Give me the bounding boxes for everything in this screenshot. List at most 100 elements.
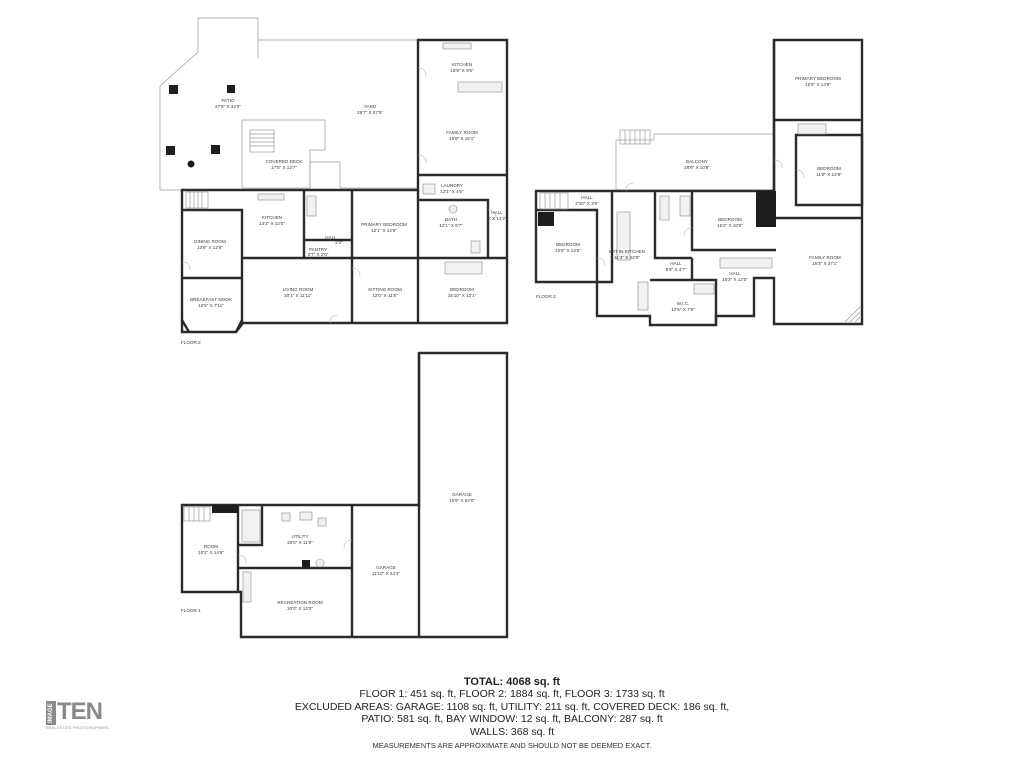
svg-text:12'1" X 4'6": 12'1" X 4'6" (440, 189, 464, 194)
svg-text:10'2" X 14'6": 10'2" X 14'6" (198, 550, 224, 555)
svg-text:11'4" X 22'9": 11'4" X 22'9" (614, 255, 640, 260)
logo-image-text: IMAGE (46, 701, 56, 725)
svg-text:15'9" X 15'1": 15'9" X 15'1" (449, 136, 475, 141)
covered-deck-outline (241, 119, 326, 189)
svg-text:12'1" X 6'7": 12'1" X 6'7" (439, 223, 463, 228)
svg-text:FAMILY ROOM: FAMILY ROOM (446, 130, 478, 135)
svg-text:2'10" X 3'9": 2'10" X 3'9" (575, 201, 599, 206)
svg-text:10'8" X 12'5": 10'8" X 12'5" (555, 248, 581, 253)
svg-text:28'9" X 10'9": 28'9" X 10'9" (684, 165, 710, 170)
excluded-areas-cont: PATIO: 581 sq. ft, BAY WINDOW: 12 sq. ft… (361, 713, 663, 726)
svg-text:20'1" X 11'11": 20'1" X 11'11" (284, 293, 312, 298)
svg-text:BEDROOM: BEDROOM (556, 242, 580, 247)
svg-text:HALL: HALL (325, 235, 337, 240)
svg-text:GARAGE: GARAGE (376, 565, 396, 570)
svg-text:15'3" X 12'0": 15'3" X 12'0" (722, 277, 748, 282)
svg-text:KITCHEN: KITCHEN (452, 62, 472, 67)
svg-text:PATIO: PATIO (221, 98, 235, 103)
svg-text:YARD: YARD (364, 104, 377, 109)
logo-subtitle: REAL ESTATE PHOTOGRAPHERS (46, 726, 109, 730)
patio-outline (159, 17, 419, 191)
svg-text:HALL: HALL (581, 195, 593, 200)
svg-text:COVERED DECK: COVERED DECK (266, 159, 304, 164)
deck-stairs (249, 129, 275, 153)
svg-text:BALCONY: BALCONY (686, 159, 708, 164)
svg-text:BATH: BATH (445, 217, 457, 222)
room-f3-wic: W.I.C.12'5" X 7'8" (671, 301, 695, 312)
svg-text:SITTING ROOM: SITTING ROOM (368, 287, 402, 292)
svg-text:BEDROOM: BEDROOM (817, 166, 841, 171)
svg-text:LIVING ROOM: LIVING ROOM (283, 287, 314, 292)
svg-text:15'3" X 37'1": 15'3" X 37'1" (812, 261, 838, 266)
svg-text:29'7" X 27'5": 29'7" X 27'5" (357, 110, 383, 115)
area-summary: TOTAL: 4068 sq. ft FLOOR 1: 451 sq. ft, … (250, 676, 774, 738)
floor-2-stairs (185, 191, 209, 209)
floor-1-stairs (183, 506, 211, 522)
walls-area: WALLS: 368 sq. ft (469, 725, 555, 738)
svg-text:HALL: HALL (670, 261, 682, 266)
logo-ten-text: TEN (57, 698, 103, 725)
svg-text:GARAGE: GARAGE (452, 492, 472, 497)
svg-text:3'7" X 2'0": 3'7" X 2'0" (308, 252, 329, 257)
svg-text:4' X 14'2": 4' X 14'2" (487, 216, 507, 221)
total-area: TOTAL: 4068 sq. ft (463, 676, 561, 688)
svg-text:10'8" X 12'5": 10'8" X 12'5" (197, 245, 223, 250)
floor-3-stairs (539, 192, 569, 210)
floor-areas: FLOOR 1: 451 sq. ft, FLOOR 2: 1884 sq. f… (359, 688, 665, 701)
svg-text:ROOM: ROOM (204, 544, 218, 549)
svg-text:30'0" X 12'3": 30'0" X 12'3" (287, 606, 313, 611)
svg-text:FAMILY ROOM: FAMILY ROOM (809, 255, 841, 260)
svg-text:10'8" X 7'11": 10'8" X 7'11" (198, 303, 224, 308)
svg-text:15'9" X 9'5": 15'9" X 9'5" (450, 68, 474, 73)
svg-text:2'2": 2'2" (335, 240, 343, 245)
excluded-areas: EXCLUDED AREAS: GARAGE: 1108 sq. ft, UTI… (294, 700, 730, 713)
svg-text:12'5" X 7'8": 12'5" X 7'8" (671, 307, 695, 312)
svg-text:BEDROOM: BEDROOM (718, 217, 742, 222)
svg-text:KITCHEN: KITCHEN (262, 215, 282, 220)
svg-text:11'10" X 24'3": 11'10" X 24'3" (372, 571, 401, 576)
svg-text:RECREATION ROOM: RECREATION ROOM (277, 600, 323, 605)
svg-text:5'9" X 4'7": 5'9" X 4'7" (666, 267, 687, 272)
svg-text:UTILITY: UTILITY (291, 534, 308, 539)
svg-text:W.I.C.: W.I.C. (677, 301, 690, 306)
svg-text:EAT IN KITCHEN: EAT IN KITCHEN (609, 249, 645, 254)
svg-text:LAUNDRY: LAUNDRY (441, 183, 463, 188)
svg-text:PANTRY: PANTRY (309, 247, 327, 252)
image-ten-logo: IMAGE TEN REAL ESTATE PHOTOGRAPHERS (46, 698, 116, 734)
floor-1-walls (180, 351, 509, 639)
svg-text:PRIMARY BEDROOM: PRIMARY BEDROOM (795, 76, 841, 81)
svg-text:15'9" X 52'0": 15'9" X 52'0" (449, 498, 475, 503)
svg-text:15'3" X 10'5": 15'3" X 10'5" (717, 223, 743, 228)
svg-text:HALL: HALL (729, 271, 741, 276)
svg-text:15'9" X 14'6": 15'9" X 14'6" (805, 82, 831, 87)
svg-text:14'3" X 12'0": 14'3" X 12'0" (259, 221, 285, 226)
